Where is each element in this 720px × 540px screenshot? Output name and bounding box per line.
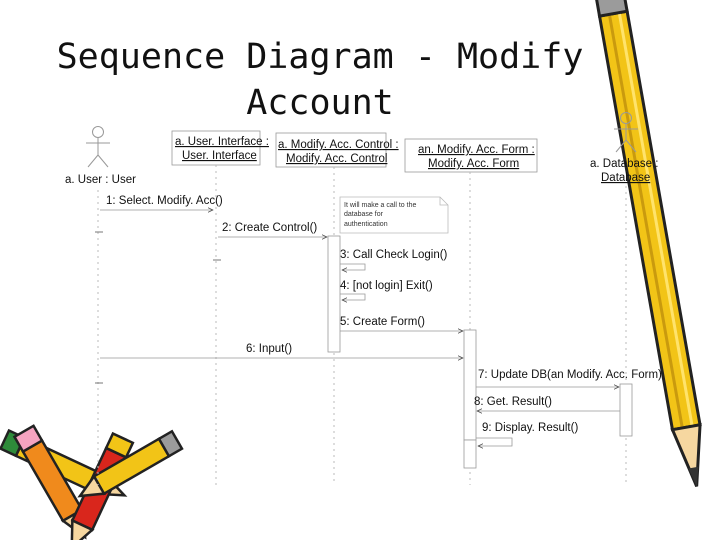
message-label: 8: Get. Result() <box>474 396 552 408</box>
note: It will make a call to the database for … <box>339 196 449 234</box>
activation-modify-acc-form <box>463 329 477 441</box>
message-6: 6: Input() <box>100 343 463 358</box>
message-7: 7: Update DB(an Modify. Acc. Form) <box>476 369 662 387</box>
object-database-line2: Database <box>601 172 650 184</box>
message-3: 3: Call Check Login() <box>340 249 448 270</box>
message-label: 2: Create Control() <box>222 222 317 234</box>
activation-database <box>619 383 633 437</box>
object-user-interface-line2: User. Interface <box>182 150 257 162</box>
message-1: 1: Select. Modify. Acc() <box>100 195 223 210</box>
activation-modify-acc-form-2 <box>463 439 477 469</box>
message-4: 4: [not login] Exit() <box>340 280 433 300</box>
object-modify-acc-form-line1: an. Modify. Acc. Form : <box>418 144 535 156</box>
object-modify-acc-form-line2: Modify. Acc. Form <box>428 158 519 170</box>
object-database-line1: a. Database : <box>590 158 658 170</box>
pencil-icon <box>593 0 702 487</box>
title-line-1: Sequence Diagram - Modify <box>56 37 584 77</box>
object-box-user-interface <box>171 130 261 166</box>
actor-user-label: a. User : User <box>65 174 136 186</box>
object-box-modify-acc-control <box>275 132 387 168</box>
message-label: 5: Create Form() <box>340 316 425 328</box>
message-2: 2: Create Control() <box>218 222 327 237</box>
message-8: 8: Get. Result() <box>474 396 620 411</box>
object-user-interface-line1: a. User. Interface : <box>175 136 269 148</box>
title-line-2: Account <box>246 83 394 123</box>
object-modify-acc-control-line1: a. Modify. Acc. Control : <box>278 139 399 151</box>
note-line-3: authentication <box>344 221 388 228</box>
message-9: 9: Display. Result() <box>476 422 578 446</box>
message-label: 9: Display. Result() <box>482 422 578 434</box>
message-label: 3: Call Check Login() <box>340 249 448 261</box>
message-label: 6: Input() <box>246 343 292 355</box>
stick-figure-icon <box>614 112 638 153</box>
stick-figure-icon <box>86 126 110 168</box>
message-label: 1: Select. Modify. Acc() <box>106 195 223 207</box>
activation-modify-acc-control <box>327 235 341 353</box>
message-label: 4: [not login] Exit() <box>340 280 433 292</box>
note-line-2: database for <box>344 211 384 218</box>
message-label: 7: Update DB(an Modify. Acc. Form) <box>478 369 662 381</box>
object-modify-acc-control-line2: Modify. Acc. Control <box>286 153 387 165</box>
note-line-1: It will make a call to the <box>344 202 416 209</box>
object-box-modify-acc-form <box>404 138 538 173</box>
pencil-icon <box>77 429 184 498</box>
slide-title: Sequence Diagram - Modify Account <box>40 34 600 126</box>
message-5: 5: Create Form() <box>340 316 463 331</box>
